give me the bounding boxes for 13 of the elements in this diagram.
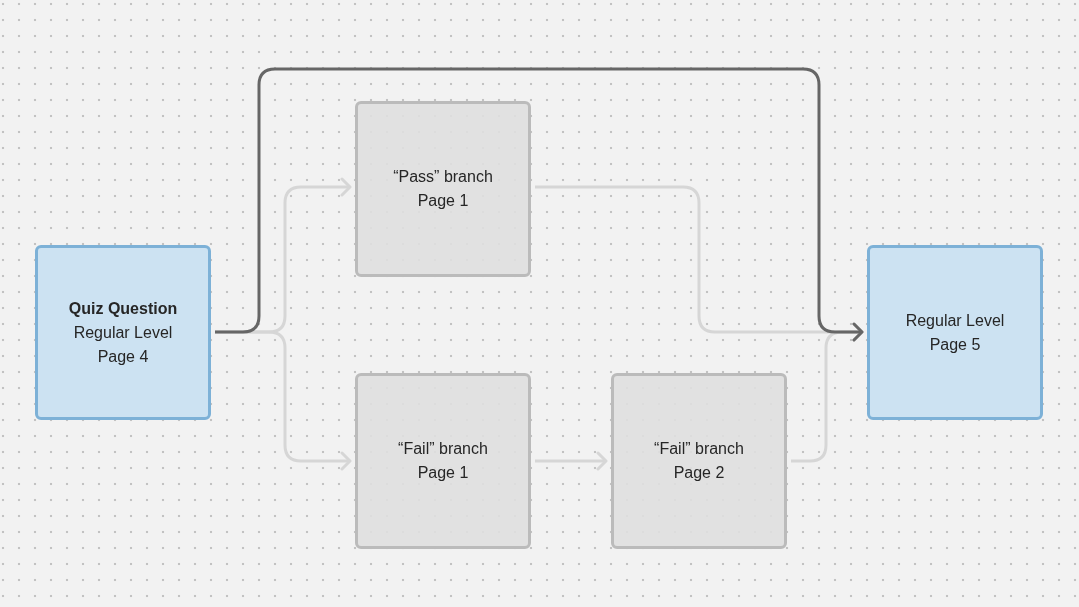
box-label: “Pass” branch Page 1 [392,167,494,211]
connector-arrow [535,451,608,471]
process-box [867,245,1043,420]
process-box [355,373,531,549]
box-label: “Fail” branch Page 1 [397,439,489,483]
box-label: Regular Level Page 4 [72,322,174,367]
process-box [35,245,211,420]
process-box [355,101,531,277]
box-heading: Quiz Question [68,298,178,319]
box-label: “Fail” branch Page 2 [653,439,745,483]
box-label: Regular Level Page 5 [904,310,1006,355]
connector-arrow [215,67,864,342]
process-box [611,373,787,549]
